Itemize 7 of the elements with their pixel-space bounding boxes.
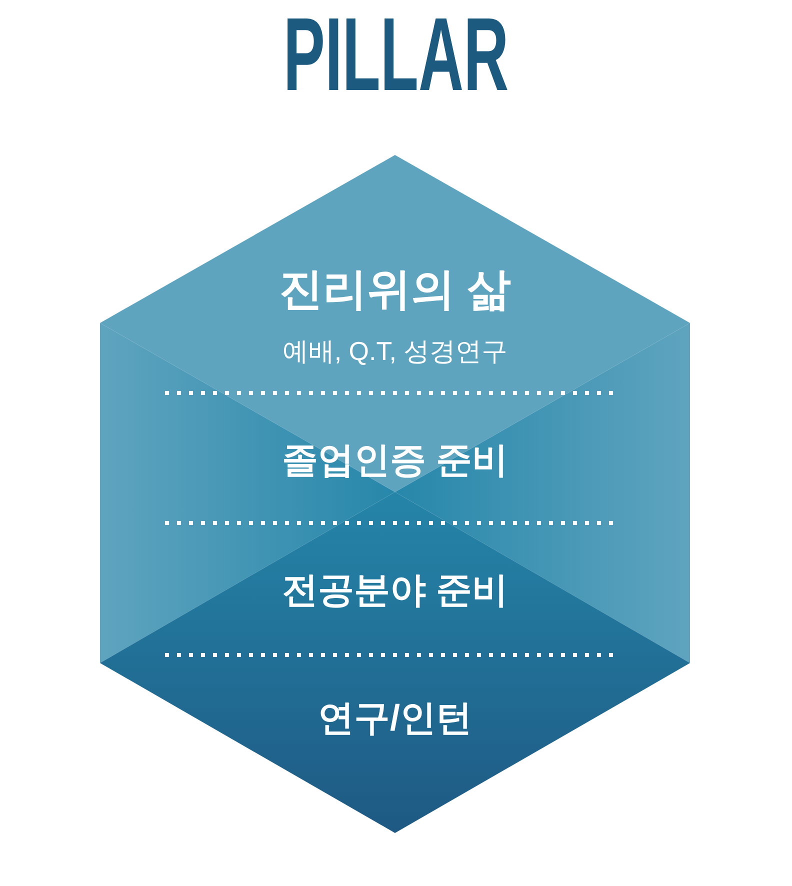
layer-subtitle: 예배, Q.T, 성경연구 — [282, 336, 508, 368]
hexagon — [100, 155, 690, 833]
layer-title: 진리위의 삶 — [278, 264, 512, 316]
layer-title: 전공분야 준비 — [282, 568, 508, 612]
title: PILLAR — [283, 3, 509, 107]
layer-title: 졸업인증 준비 — [282, 438, 508, 482]
layer-title: 연구/인턴 — [318, 696, 472, 740]
